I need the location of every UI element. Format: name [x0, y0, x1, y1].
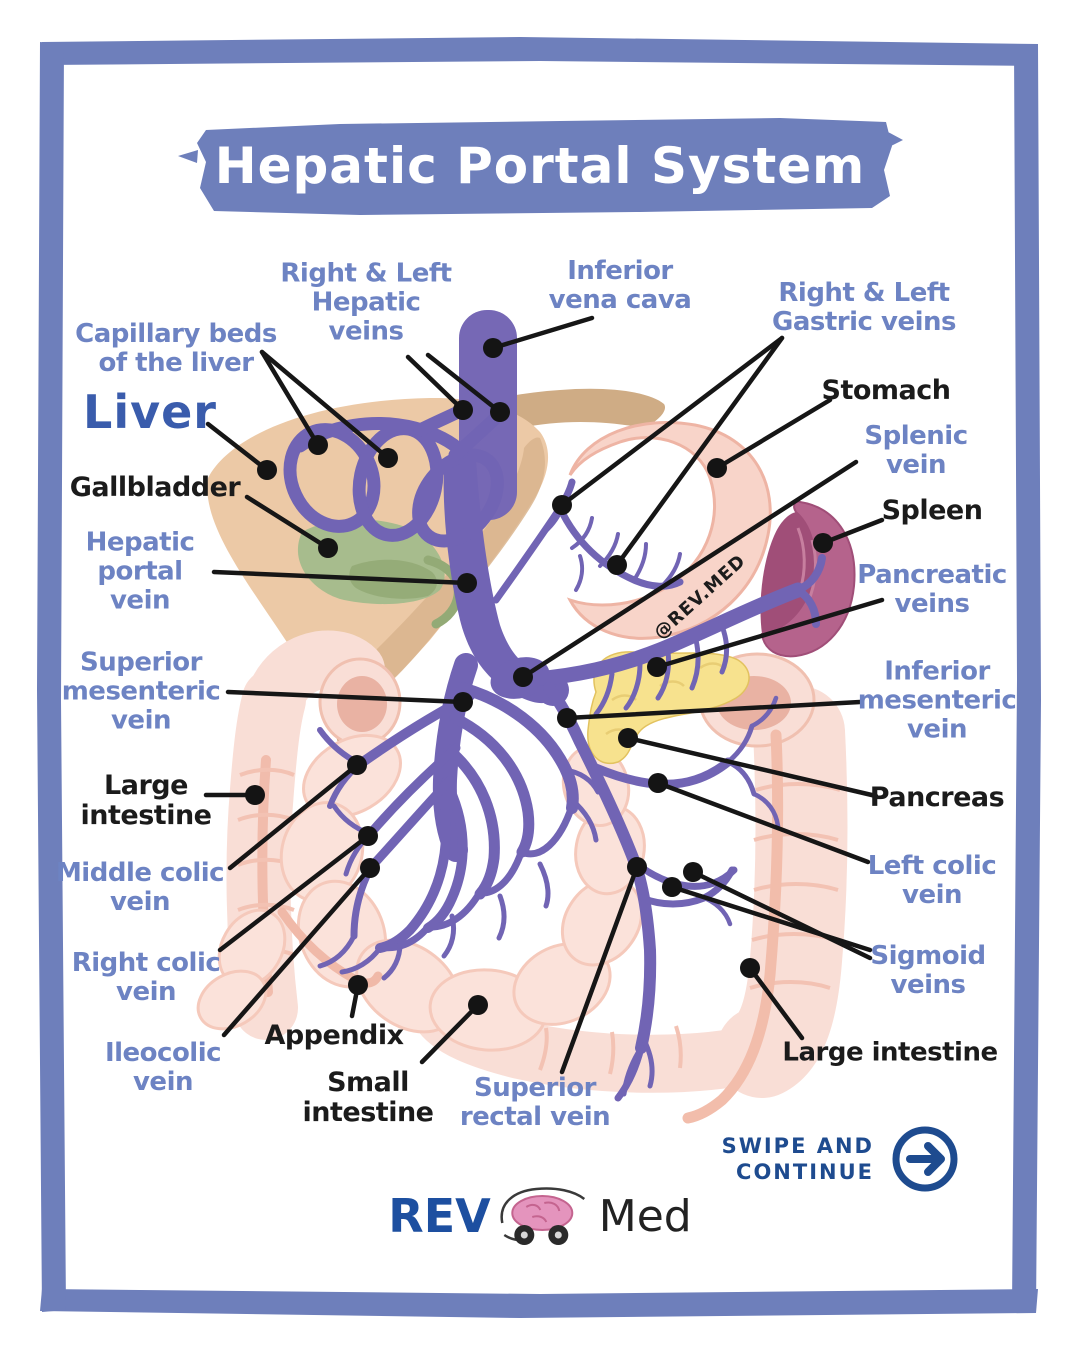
label-liver: Liver — [83, 385, 217, 440]
label-hepatic-portal-vein: Hepatic portal vein — [85, 527, 195, 616]
swipe-continue-button[interactable]: SWIPE AND CONTINUE — [718, 1124, 960, 1194]
label-large-intestine-right: Large intestine — [782, 1037, 998, 1068]
label-appendix: Appendix — [264, 1019, 404, 1051]
label-left-colic-vein: Left colic vein — [867, 850, 997, 910]
capillary-beds-shape — [283, 402, 507, 548]
label-pancreas: Pancreas — [869, 781, 1005, 813]
leader-lines — [203, 315, 885, 1075]
label-inferior-vena-cava: Inferior vena cava — [548, 255, 692, 315]
label-right-left-hepatic-veins: Right & Left Hepatic veins — [280, 258, 452, 347]
label-inferior-mesenteric-vein: Inferior mesenteric vein — [857, 656, 1017, 745]
label-right-left-gastric-veins: Right & Left Gastric veins — [772, 277, 956, 337]
swipe-text-line2: CONTINUE — [736, 1160, 874, 1184]
label-pancreatic-veins: Pancreatic veins — [857, 559, 1007, 619]
logo-rev-text: REV — [388, 1189, 491, 1243]
label-splenic-vein: Splenic vein — [864, 420, 968, 480]
swipe-text-line1: SWIPE AND — [721, 1133, 874, 1158]
label-middle-colic-vein: Middle colic vein — [55, 857, 225, 917]
label-large-intestine-left: Large intestine — [80, 769, 212, 831]
label-gallbladder: Gallbladder — [69, 471, 241, 503]
portal-vein-tree — [317, 459, 826, 1102]
label-small-intestine: Small intestine — [302, 1066, 434, 1128]
arrow-right-circle-icon[interactable] — [890, 1124, 960, 1194]
label-ileocolic-vein: Ileocolic vein — [104, 1037, 222, 1097]
label-superior-mesenteric-vein: Superior mesenteric vein — [61, 647, 221, 736]
label-right-colic-vein: Right colic vein — [71, 947, 221, 1007]
label-capillary-beds: Capillary beds of the liver — [75, 318, 277, 378]
brain-car-icon — [500, 1187, 586, 1245]
revmed-logo: REV Med — [388, 1183, 692, 1249]
brush-border-frame — [37, 37, 1041, 1318]
label-superior-rectal-vein: Superior rectal vein — [459, 1072, 611, 1132]
title-banner — [178, 118, 903, 215]
page-title: Hepatic Portal System — [214, 137, 866, 195]
label-spleen: Spleen — [881, 494, 983, 526]
label-sigmoid-veins: Sigmoid veins — [870, 940, 986, 1000]
pointer-dots — [245, 338, 833, 1015]
label-stomach: Stomach — [821, 374, 951, 406]
logo-med-text: Med — [598, 1190, 692, 1242]
